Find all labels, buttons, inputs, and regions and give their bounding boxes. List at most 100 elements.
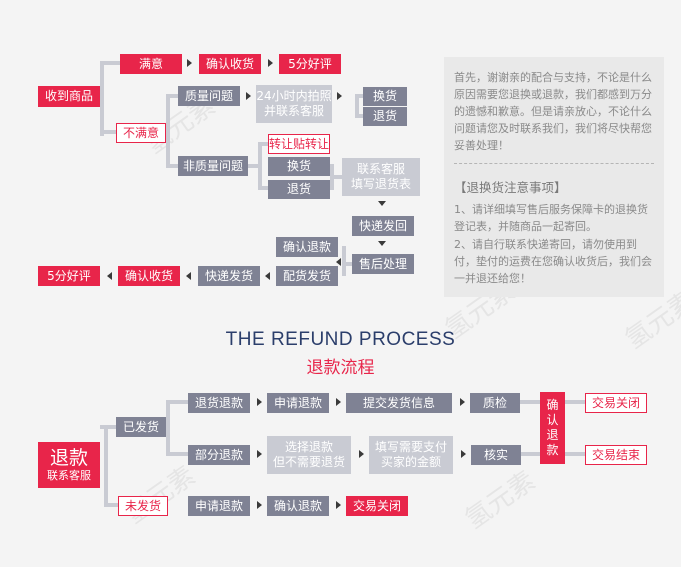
connector (166, 400, 170, 456)
node-exchange: 换货 (363, 87, 407, 106)
title-chinese: 退款流程 (306, 358, 375, 378)
connector (258, 186, 268, 190)
connector (100, 130, 116, 134)
title-english: THE REFUND PROCESS (225, 329, 456, 350)
arrow-left (265, 272, 270, 280)
node-received: 收到商品 (38, 86, 100, 107)
node-trade-done: 交易结束 (585, 445, 647, 465)
node-apply-refund: 申请退款 (267, 393, 329, 413)
node-submit-ship-info: 提交发货信息 (346, 393, 452, 413)
node-confirm-refund: 确认退款 (276, 237, 338, 257)
connector (258, 142, 262, 190)
connector (166, 164, 178, 168)
node-refund-main: 退款 联系客服 (38, 442, 100, 488)
connector (565, 400, 585, 404)
node-contact-form-line1: 联系客服 (356, 162, 405, 176)
notice-item-1: 1、请详细填写售后服务保障卡的退换货登记表，并随商品一起寄回。 (454, 203, 648, 233)
node-fill-amount-line1: 填写需要支付 (374, 440, 447, 454)
arrow-right (336, 501, 341, 509)
node-return: 退货 (363, 107, 407, 126)
notice-intro: 首先，谢谢亲的配合与支持，不论是什么原因需要您退换或退款，我们都感到万分的遗憾和… (454, 71, 652, 152)
notice-item-2: 2、请自行联系快递寄回，请勿使用到付，垫付的运费在您确认收货后，我们会一并退还给… (454, 238, 652, 285)
arrow-right (460, 398, 465, 406)
connector (248, 164, 260, 168)
arrow-right (337, 92, 342, 100)
arrow-right (461, 450, 466, 458)
node-exchange-2: 换货 (268, 157, 330, 176)
node-confirm-receipt-2: 确认收货 (118, 266, 180, 286)
vertical-char-3: 退 (546, 428, 559, 442)
notice-heading: 【退换货注意事项】 (454, 180, 567, 195)
vertical-char-4: 款 (546, 443, 559, 457)
connector (104, 503, 118, 507)
node-return-refund: 退货退款 (188, 393, 250, 413)
notice-panel: 首先，谢谢亲的配合与支持，不论是什么原因需要您退换或退款，我们都感到万分的遗憾和… (444, 57, 664, 297)
arrow-left (186, 272, 191, 280)
node-shipped: 已发货 (116, 417, 166, 437)
node-return-2: 退货 (268, 180, 330, 199)
node-fill-amount: 填写需要支付 买家的金额 (369, 436, 453, 474)
node-quality-issue: 质量问题 (178, 86, 240, 106)
connector (258, 142, 268, 146)
node-not-shipped: 未发货 (118, 496, 168, 516)
node-contact-photo-line2: 并联系客服 (263, 104, 324, 118)
node-confirm-receipt: 确认收货 (199, 54, 261, 74)
node-contact-form-line2: 填写退货表 (350, 177, 411, 191)
node-refund-main-sub: 联系客服 (47, 469, 91, 482)
node-non-quality-issue: 非质量问题 (178, 156, 248, 176)
arrow-right (187, 59, 192, 67)
node-contact-photo: 24小时内拍照 并联系客服 (256, 85, 332, 123)
node-select-refund-line2: 但不需要退货 (272, 455, 345, 469)
connector (355, 94, 363, 98)
node-transfer-sticker: 转让贴转让 (268, 134, 330, 154)
node-express-return: 快递发回 (352, 216, 414, 236)
node-refund-main-title: 退款 (49, 447, 88, 469)
connector (565, 452, 585, 456)
connector (342, 262, 354, 266)
arrow-down (378, 201, 386, 206)
connector (355, 94, 359, 116)
node-dispatch: 配货发货 (276, 266, 338, 286)
node-select-refund: 选择退款 但不需要退货 (267, 436, 351, 474)
arrow-right (359, 450, 364, 458)
arrow-right (257, 501, 262, 509)
node-trade-closed: 交易关闭 (585, 393, 647, 413)
node-trade-closed-2: 交易关闭 (346, 496, 408, 516)
node-five-star: 5分好评 (279, 54, 341, 74)
notice-divider (454, 163, 654, 164)
node-apply-refund-2: 申请退款 (188, 496, 250, 516)
node-after-sales: 售后处理 (352, 254, 414, 274)
connector (166, 96, 170, 168)
vertical-char-2: 认 (546, 413, 559, 427)
node-express-ship: 快递发货 (198, 266, 260, 286)
node-contact-photo-line1: 24小时内拍照 (256, 89, 332, 103)
arrow-right (257, 450, 262, 458)
arrow-right (268, 59, 273, 67)
arrow-left (336, 258, 341, 266)
node-satisfied: 满意 (120, 54, 182, 74)
connector (100, 63, 104, 136)
arrow-right (257, 398, 262, 406)
vertical-char-1: 确 (546, 398, 559, 412)
arrow-right (246, 92, 251, 100)
node-unsatisfied: 不满意 (116, 123, 166, 143)
connector (330, 175, 342, 179)
connector (166, 94, 178, 98)
node-quality-check: 质检 (470, 393, 520, 413)
arrow-right (336, 398, 341, 406)
node-contact-form: 联系客服 填写退货表 (342, 158, 420, 196)
connector (100, 425, 116, 429)
connector (166, 452, 188, 456)
watermark: 氢元素 (116, 456, 201, 531)
connector (342, 246, 346, 276)
node-fill-amount-line2: 买家的金额 (380, 455, 441, 469)
connector (355, 114, 363, 118)
connector (104, 429, 108, 505)
node-partial-refund: 部分退款 (188, 445, 250, 465)
node-five-star-2: 5分好评 (38, 266, 100, 286)
connector (100, 61, 120, 65)
node-confirm-refund-vertical: 确 认 退 款 (540, 392, 565, 464)
arrow-down (378, 241, 386, 246)
connector (520, 452, 540, 456)
node-verify: 核实 (471, 445, 521, 465)
